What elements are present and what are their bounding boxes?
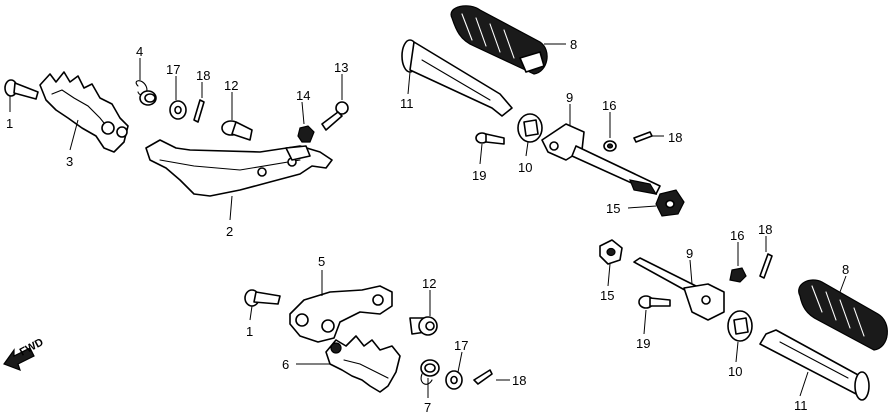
cotter-pin-18-lower-right (759, 253, 773, 279)
callout-18: 18 (196, 68, 210, 83)
rubber-cover-8-upper (450, 5, 548, 75)
bolt-19-lower (638, 295, 671, 309)
nut-16-lower (729, 267, 747, 283)
callout-10: 10 (518, 160, 532, 175)
nut-15-upper (655, 189, 685, 217)
rubber-cover-8-lower (798, 279, 888, 351)
callout-16: 16 (730, 228, 744, 243)
callout-14: 14 (296, 88, 310, 103)
leader-lines (9, 43, 847, 398)
bolt-12-lower (409, 316, 438, 336)
nut-14 (297, 125, 315, 143)
callout-1: 1 (246, 324, 253, 339)
nut-16-upper (603, 140, 617, 152)
callout-18: 18 (668, 130, 682, 145)
callout-15: 15 (600, 288, 614, 303)
callout-8: 8 (570, 37, 577, 52)
callout-8: 8 (842, 262, 849, 277)
cotter-pin-18-upper (193, 99, 205, 123)
footpeg-3-upper (39, 71, 129, 153)
cotter-pin-18-lower (473, 369, 493, 385)
callout-12: 12 (224, 78, 238, 93)
washer-10-upper (517, 113, 543, 143)
callout-6: 6 (282, 357, 289, 372)
callout-16: 16 (602, 98, 616, 113)
footpeg-shaft-11-lower (759, 329, 870, 401)
callout-9: 9 (686, 246, 693, 261)
callout-3: 3 (66, 154, 73, 169)
bolt-1-upper (4, 79, 39, 100)
callout-4: 4 (136, 44, 143, 59)
spring-4 (135, 80, 157, 106)
bolt-12-upper (221, 120, 253, 141)
callout-19: 19 (636, 336, 650, 351)
callout-11: 11 (794, 398, 808, 413)
callout-11: 11 (400, 96, 414, 111)
bracket-2 (145, 139, 333, 197)
bracket-5 (289, 285, 393, 343)
callout-18: 18 (512, 373, 526, 388)
callout-12: 12 (422, 276, 436, 291)
callout-labels: 1 3 4 17 18 12 14 13 2 8 11 9 16 10 18 1… (6, 37, 849, 415)
callout-2: 2 (226, 224, 233, 239)
nut-15-lower (599, 239, 623, 265)
pivot-9-upper (541, 123, 661, 195)
callout-1: 1 (6, 116, 13, 131)
washer-17-upper (169, 100, 187, 120)
washer-10-lower (727, 310, 753, 342)
bolt-13 (321, 101, 349, 131)
callout-5: 5 (318, 254, 325, 269)
footpeg-6-lower (325, 335, 401, 393)
bolt-1-lower (244, 289, 281, 307)
washer-17-lower (445, 370, 463, 390)
callout-19: 19 (472, 168, 486, 183)
callout-15: 15 (606, 201, 620, 216)
fwd-arrow: FWD (3, 336, 46, 372)
callout-17: 17 (166, 62, 180, 77)
callout-17: 17 (454, 338, 468, 353)
bolt-19-upper (475, 132, 505, 145)
callout-10: 10 (728, 364, 742, 379)
callout-9: 9 (566, 90, 573, 105)
cotter-pin-18-upper-right (633, 131, 653, 143)
pivot-9-lower (633, 257, 725, 321)
callout-18: 18 (758, 222, 772, 237)
callout-7: 7 (424, 400, 431, 415)
callout-13: 13 (334, 60, 348, 75)
spring-7 (420, 359, 440, 385)
